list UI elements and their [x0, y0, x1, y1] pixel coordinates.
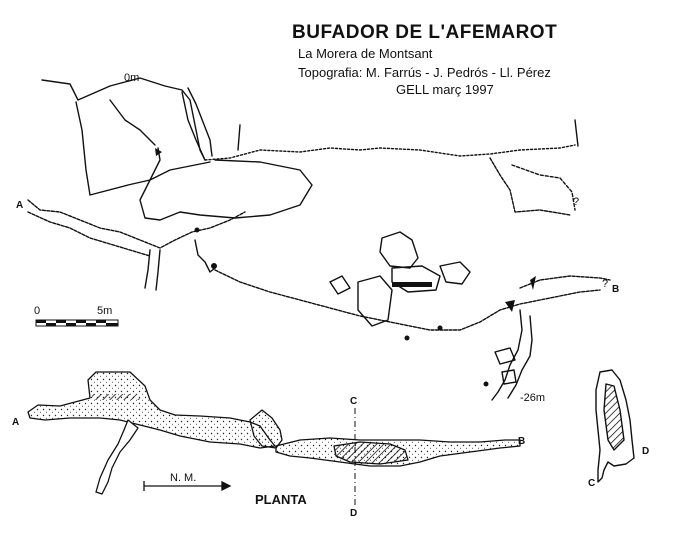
descent-bottom: [491, 309, 533, 401]
survey-authors: Topografia: M. Farrús - J. Pedrós - Ll. …: [298, 65, 551, 80]
depth-label-bottom: -26m: [520, 392, 546, 404]
plan-point-d: D: [350, 508, 358, 519]
cross-section-inner: [603, 383, 625, 451]
section-point-a: A: [16, 200, 24, 211]
plan-view: [27, 371, 521, 495]
plan-point-b: B: [518, 436, 526, 447]
block-3: [357, 275, 393, 327]
scale-end: 5m: [97, 305, 113, 317]
plan-point-c: C: [350, 396, 358, 407]
plan-hatch-1: [92, 394, 140, 400]
plan-hatch-2: [333, 441, 409, 465]
scale-bar: [35, 319, 119, 327]
cross-point-d: D: [642, 446, 650, 457]
descent-left: [144, 249, 161, 291]
lower-gallery: [214, 269, 601, 331]
passage-b: [489, 157, 571, 216]
north-label: N. M.: [170, 472, 197, 484]
entrance-outline: [41, 77, 206, 161]
passage-b-end: [511, 164, 576, 211]
cross-section: [595, 369, 635, 483]
passage-a-lower: [27, 211, 151, 257]
block-4: [329, 275, 351, 295]
section-question-1: ?: [573, 196, 580, 208]
survey-title: BUFADOR DE L'AFEMAROT: [292, 22, 558, 43]
depth-label-top: 0m: [124, 72, 140, 84]
gallery-ceiling: [204, 144, 576, 161]
plan-chamber: [249, 409, 283, 449]
survey-group-date: GELL març 1997: [396, 82, 494, 97]
plan-branch: [95, 419, 139, 495]
section-elevation: [27, 77, 611, 401]
block-2: [391, 265, 441, 293]
section-point-b: B: [612, 284, 620, 295]
section-details: [155, 148, 536, 387]
scale-start: 0: [34, 305, 41, 317]
section-question-2: ?: [602, 278, 609, 290]
survey-location: La Morera de Montsant: [298, 46, 433, 61]
upper-chamber: [139, 159, 313, 221]
plan-title: PLANTA: [255, 492, 307, 507]
descent-mid: [194, 239, 216, 273]
cross-section-outline: [595, 369, 635, 483]
bottom-blocks: [494, 347, 517, 385]
block-1: [379, 231, 419, 269]
block-5: [439, 261, 471, 285]
gallery-ceiling-solid: [237, 119, 579, 151]
entrance-inner: [109, 99, 156, 146]
cross-point-c: C: [588, 478, 596, 489]
shaft-left: [181, 91, 205, 159]
entrance-hall: [75, 101, 161, 196]
north-arrow: [143, 480, 232, 492]
plan-point-a: A: [12, 417, 20, 428]
plan-entrance: [27, 371, 276, 449]
shaft-right: [187, 87, 213, 157]
passage-a-upper: [27, 199, 246, 249]
